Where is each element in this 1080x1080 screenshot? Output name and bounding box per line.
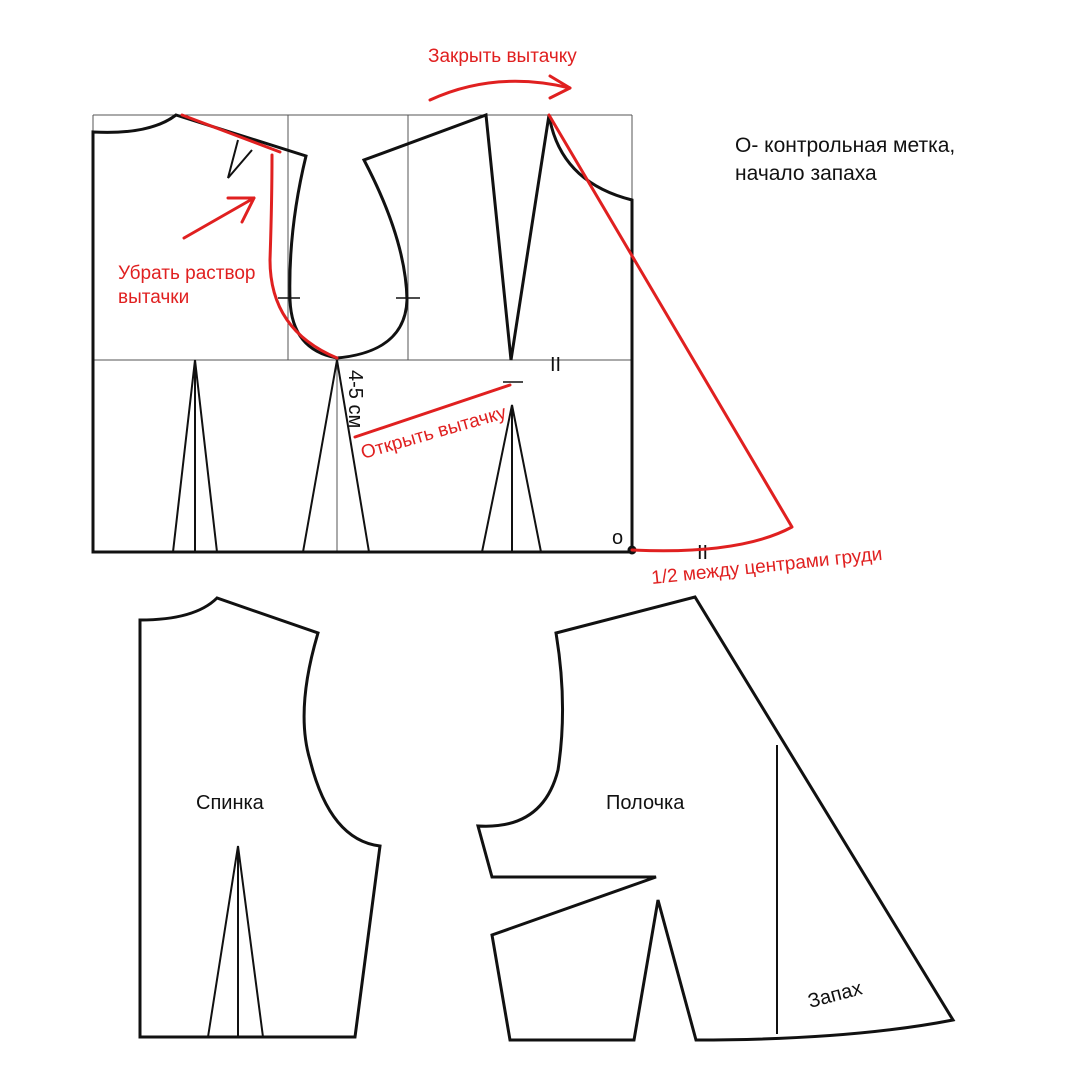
size-4-5-label: 4-5 см (344, 370, 366, 428)
control-point-label: о (612, 527, 623, 549)
red-annotations (180, 74, 794, 553)
control-mark-note-1: О- контрольная метка, (735, 134, 955, 157)
front-piece-label: Полочка (606, 792, 685, 814)
front-piece (475, 595, 956, 1042)
close-dart-label: Закрыть вытачку (428, 46, 577, 67)
equal-mark-top: II (550, 354, 561, 376)
top-waist-darts (172, 359, 542, 553)
equal-mark-bottom: II (697, 542, 708, 564)
remove-opening-label-1: Убрать раствор (118, 263, 255, 284)
wrap-piece-label: Запах (806, 977, 865, 1013)
back-piece-label: Спинка (196, 792, 265, 814)
control-mark-note-2: начало запаха (735, 162, 877, 185)
construction-grid (92, 114, 633, 552)
top-front-outline (335, 112, 634, 554)
remove-opening-label-2: вытачки (118, 287, 189, 308)
back-piece (138, 596, 382, 1039)
